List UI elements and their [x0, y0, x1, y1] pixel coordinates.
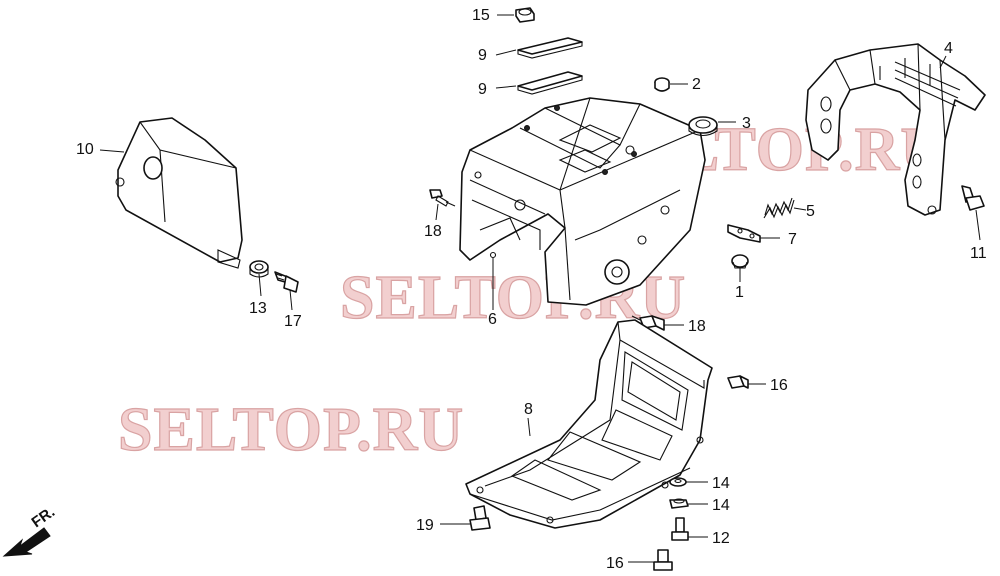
callout-14-lower: 14: [712, 497, 730, 514]
callout-5: 5: [806, 203, 815, 220]
part-12-bolt: [671, 517, 689, 541]
part-14-nut-upper: [669, 477, 687, 487]
callout-11: 11: [970, 245, 987, 262]
callout-9-upper: 9: [478, 47, 487, 64]
callout-18-lower: 18: [688, 318, 706, 335]
part-11-bolt: [961, 185, 985, 211]
callout-14-upper: 14: [712, 475, 730, 492]
front-direction-arrow: FR.: [2, 503, 59, 557]
part-15-nut: [515, 7, 535, 23]
callout-16-upper: 16: [770, 377, 788, 394]
callout-7: 7: [788, 231, 797, 248]
callout-19: 19: [416, 517, 434, 534]
part-7-bracket: [727, 224, 761, 243]
front-arrow-label: FR.: [29, 503, 59, 531]
part-18-bolt-upper: [429, 189, 456, 207]
part-16-bolt-lower: [653, 549, 673, 571]
watermark-left: SELTOP.RU: [118, 396, 464, 464]
callout-18-upper: 18: [424, 223, 442, 240]
part-19-bolt: [469, 505, 491, 531]
part-5-spring: [763, 197, 795, 219]
callout-9-lower: 9: [478, 81, 487, 98]
callout-3: 3: [742, 115, 751, 132]
callout-8: 8: [524, 401, 533, 418]
part-4-handle-bracket: [805, 43, 986, 216]
part-1-cap: [731, 254, 749, 269]
part-16-bolt-upper: [727, 375, 749, 389]
callout-4: 4: [944, 40, 953, 57]
callout-17: 17: [284, 313, 302, 330]
callout-16-lower: 16: [606, 555, 624, 572]
part-9-plate-upper: [517, 37, 583, 59]
part-17-bolt: [274, 271, 299, 293]
callout-13: 13: [249, 300, 267, 317]
callout-10: 10: [76, 141, 94, 158]
part-10-cover: [115, 117, 243, 269]
part-6-main-frame: [459, 97, 706, 306]
callout-labels: 15 9 9 2 3 4 5 7 1 11 10 13 17 18 6 18 1…: [76, 7, 987, 572]
callout-12: 12: [712, 530, 730, 547]
part-9-plate-lower: [517, 71, 583, 95]
part-2-rubber-mount: [654, 77, 670, 92]
part-3-grommet: [688, 116, 718, 137]
callout-6: 6: [488, 311, 497, 328]
front-arrow-icon: [2, 527, 51, 557]
callout-15: 15: [472, 7, 490, 24]
callout-1: 1: [735, 284, 744, 301]
part-8-base-plate: [465, 319, 713, 529]
part-14-nut-lower: [669, 498, 689, 509]
callout-2: 2: [692, 76, 701, 93]
leader-lines: [99, 14, 981, 563]
